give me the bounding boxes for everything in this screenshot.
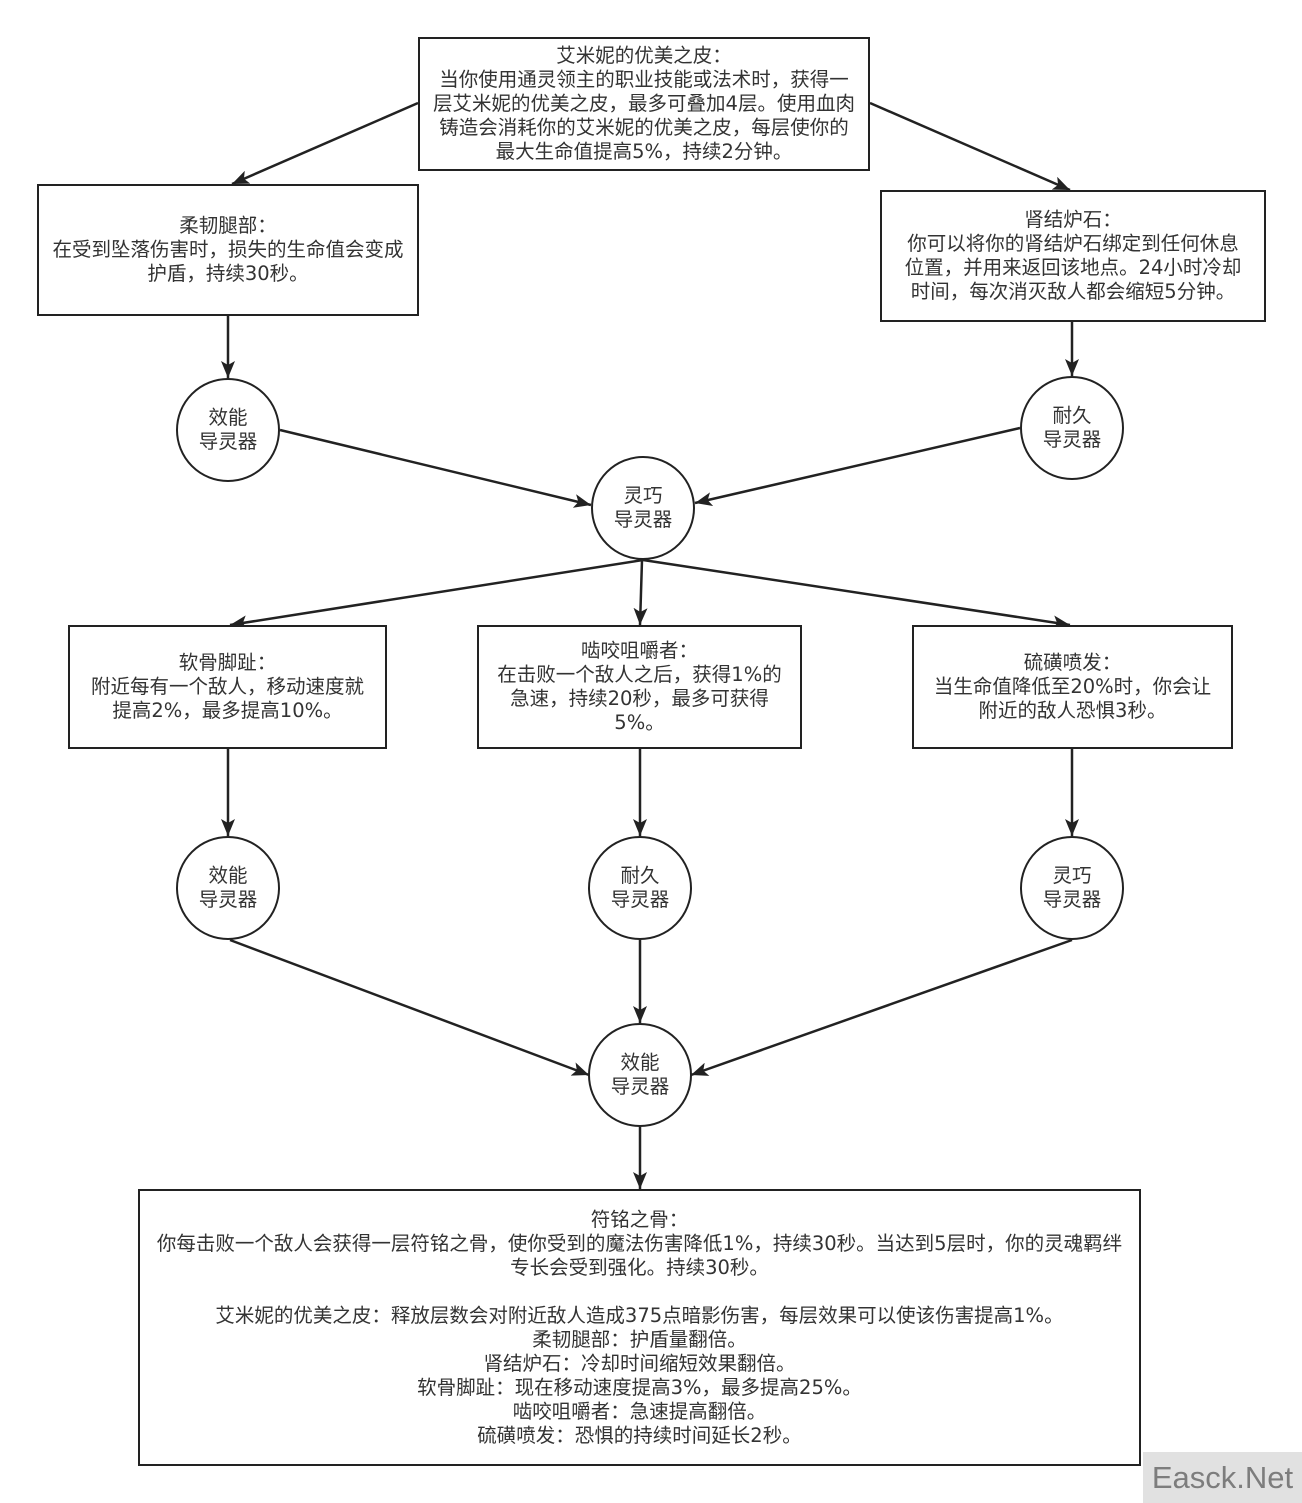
node-text-line: 你可以将你的肾结炉石绑定到任何休息 bbox=[907, 232, 1239, 255]
node-text-line: 铸造会消耗你的艾米妮的优美之皮，每层使你的 bbox=[439, 116, 849, 139]
node-resilient-legs: 柔韧腿部： 在受到坠落伤害时，损失的生命值会变成 护盾，持续30秒。 bbox=[37, 184, 419, 316]
conduit-type-label: 灵巧 bbox=[623, 484, 663, 507]
arrow-potency-conduit-to-final-potency-conduit bbox=[229, 938, 590, 1077]
node-text-line: 提高2%，最多提高10%。 bbox=[112, 699, 343, 722]
conduit-node-row3-left: 效能 导灵器 bbox=[176, 836, 280, 940]
conduit-node-row3-center: 耐久 导灵器 bbox=[588, 836, 692, 940]
node-text-line: 时间，每次消灭敌人都会缩短5分钟。 bbox=[910, 280, 1236, 303]
node-rune-bone: 符铭之骨： 你每击败一个敌人会获得一层符铭之骨，使你受到的魔法伤害降低1%，持续… bbox=[138, 1189, 1141, 1466]
node-title: 软骨脚趾： bbox=[178, 651, 277, 674]
node-text-line: 你每击败一个敌人会获得一层符铭之骨，使你受到的魔法伤害降低1%，持续30秒。当达… bbox=[156, 1231, 1123, 1255]
node-text-line: 附近每有一个敌人，移动速度就 bbox=[90, 675, 364, 698]
node-emeni-skin: 艾米妮的优美之皮： 当你使用通灵领主的职业技能或法术时，获得一 层艾米妮的优美之… bbox=[418, 37, 870, 171]
arrow-endurance-conduit-to-finesse-conduit bbox=[694, 426, 1021, 506]
node-text-line: 护盾，持续30秒。 bbox=[147, 262, 309, 285]
conduit-label: 导灵器 bbox=[610, 1075, 670, 1098]
conduit-label: 导灵器 bbox=[1042, 428, 1102, 451]
conduit-node-row1-center: 灵巧 导灵器 bbox=[591, 456, 695, 560]
node-kidney-hearthstone: 肾结炉石： 你可以将你的肾结炉石绑定到任何休息 位置，并用来返回该地点。24小时… bbox=[880, 190, 1266, 322]
node-title: 啮咬咀嚼者： bbox=[580, 639, 698, 662]
node-gnashing-chompers: 啮咬咀嚼者： 在击败一个敌人之后，获得1%的 急速，持续20秒，最多可获得 5%… bbox=[477, 625, 802, 749]
node-title: 符铭之骨： bbox=[590, 1207, 689, 1231]
upgrade-line: 硫磺喷发：恐惧的持续时间延长2秒。 bbox=[477, 1423, 802, 1447]
arrow-finesse-conduit-to-sulfuric-emission bbox=[642, 558, 1071, 630]
node-text-line: 急速，持续20秒，最多可获得 bbox=[510, 687, 769, 710]
conduit-label: 导灵器 bbox=[1042, 888, 1102, 911]
node-text-line: 当生命值降低至20%时，你会让 bbox=[933, 675, 1212, 698]
conduit-type-label: 灵巧 bbox=[1052, 864, 1092, 887]
node-text-line: 层艾米妮的优美之皮，最多可叠加4层。使用血肉 bbox=[433, 92, 855, 115]
node-sulfuric-emission: 硫磺喷发： 当生命值降低至20%时，你会让 附近的敌人恐惧3秒。 bbox=[912, 625, 1233, 749]
node-title: 硫磺喷发： bbox=[1023, 651, 1122, 674]
arrow-finesse-conduit-to-cartilage-toes bbox=[229, 558, 644, 630]
node-text-line: 5%。 bbox=[614, 711, 665, 734]
node-text-line: 最大生命值提高5%，持续2分钟。 bbox=[495, 140, 793, 163]
arrow-emeni-skin-to-kidney-hearthstone bbox=[869, 101, 1071, 192]
upgrade-line: 肾结炉石：冷却时间缩短效果翻倍。 bbox=[483, 1351, 796, 1375]
arrow-emeni-skin-to-resilient-legs bbox=[231, 101, 419, 186]
node-cartilage-toes: 软骨脚趾： 附近每有一个敌人，移动速度就 提高2%，最多提高10%。 bbox=[68, 625, 387, 749]
conduit-type-label: 效能 bbox=[620, 1051, 660, 1074]
arrow-potency-conduit-to-finesse-conduit bbox=[279, 428, 592, 508]
conduit-label: 导灵器 bbox=[198, 430, 258, 453]
conduit-label: 导灵器 bbox=[610, 888, 670, 911]
node-text-line: 在击败一个敌人之后，获得1%的 bbox=[497, 663, 782, 686]
node-title: 柔韧腿部： bbox=[179, 214, 277, 237]
node-text-line: 专长会受到强化。持续30秒。 bbox=[510, 1255, 769, 1279]
upgrade-line: 艾米妮的优美之皮：释放层数会对附近敌人造成375点暗影伤害，每层效果可以使该伤害… bbox=[215, 1303, 1064, 1327]
conduit-type-label: 耐久 bbox=[620, 864, 660, 887]
node-text-line: 位置，并用来返回该地点。24小时冷却 bbox=[904, 256, 1242, 279]
conduit-type-label: 耐久 bbox=[1052, 404, 1092, 427]
node-title: 肾结炉石： bbox=[1024, 208, 1122, 231]
conduit-label: 导灵器 bbox=[198, 888, 258, 911]
node-text-line: 附近的敌人恐惧3秒。 bbox=[978, 699, 1167, 722]
node-text-line: 当你使用通灵领主的职业技能或法术时，获得一 bbox=[439, 68, 849, 91]
upgrade-line: 软骨脚趾：现在移动速度提高3%，最多提高25%。 bbox=[417, 1375, 862, 1399]
conduit-node-row1-right: 耐久 导灵器 bbox=[1020, 376, 1124, 480]
arrow-finesse-conduit-to-gnashing-chompers bbox=[633, 559, 648, 626]
watermark: Easck.Net bbox=[1143, 1452, 1302, 1503]
conduit-node-row1-left: 效能 导灵器 bbox=[176, 378, 280, 482]
conduit-type-label: 效能 bbox=[208, 406, 248, 429]
node-text-line: 在受到坠落伤害时，损失的生命值会变成 bbox=[52, 238, 404, 261]
conduit-label: 导灵器 bbox=[613, 508, 673, 531]
upgrade-line: 啮咬咀嚼者：急速提高翻倍。 bbox=[512, 1399, 767, 1423]
conduit-node-row3-right: 灵巧 导灵器 bbox=[1020, 836, 1124, 940]
upgrade-line: 柔韧腿部：护盾量翻倍。 bbox=[532, 1327, 747, 1351]
arrow-finesse-conduit-to-final-potency-conduit bbox=[690, 938, 1073, 1077]
conduit-node-final: 效能 导灵器 bbox=[588, 1023, 692, 1127]
conduit-type-label: 效能 bbox=[208, 864, 248, 887]
node-title: 艾米妮的优美之皮： bbox=[556, 44, 732, 67]
